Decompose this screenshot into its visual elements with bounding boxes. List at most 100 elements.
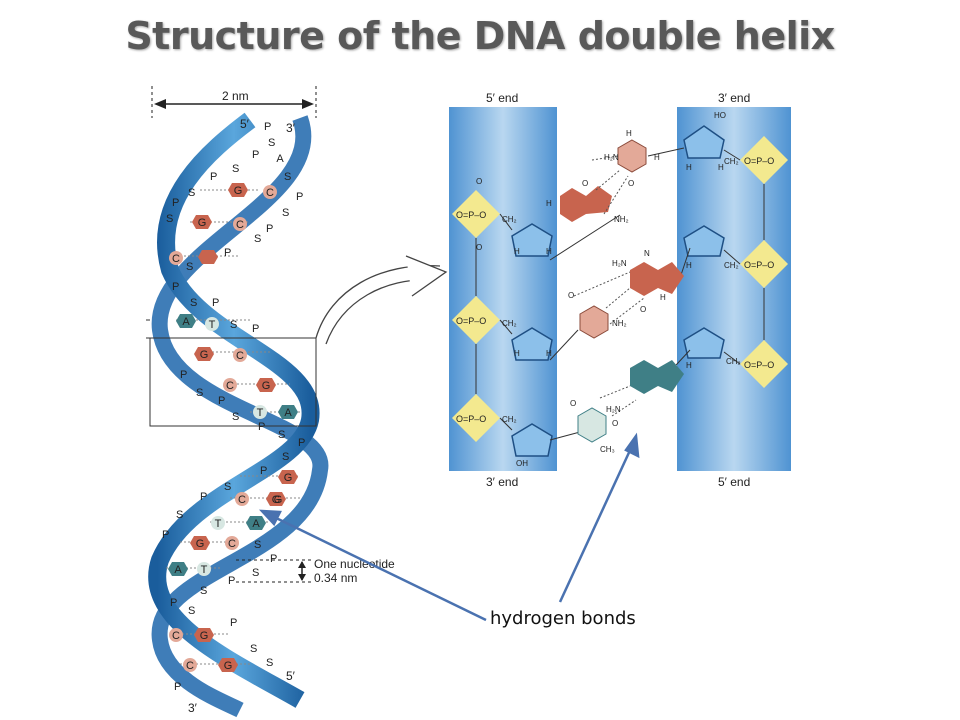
svg-text:CH₂: CH₂ [724, 157, 739, 166]
base-letters: A G C G C C A T G C C G T A G G C G T A … [172, 153, 292, 672]
svg-text:S: S [254, 539, 261, 551]
svg-text:HO: HO [714, 111, 726, 120]
svg-text:S: S [176, 509, 183, 521]
svg-text:S: S [266, 657, 273, 669]
svg-text:S: S [186, 261, 193, 273]
svg-text:O: O [570, 399, 576, 408]
svg-text:G: G [200, 349, 209, 361]
svg-text:OH: OH [516, 459, 528, 468]
zoom-box [149, 337, 317, 427]
svg-text:G: G [200, 630, 209, 642]
svg-text:C: C [172, 253, 180, 265]
svg-text:P: P [172, 197, 179, 209]
svg-text:CH₂: CH₂ [502, 415, 517, 424]
svg-text:NH₂: NH₂ [614, 215, 629, 224]
width-label: 2 nm [222, 89, 249, 103]
svg-text:H: H [546, 349, 552, 358]
svg-text:G: G [234, 185, 243, 197]
svg-text:T: T [215, 518, 222, 530]
zoom-arrow [315, 255, 448, 345]
svg-text:CH₂: CH₂ [502, 319, 517, 328]
svg-text:S: S [190, 297, 197, 309]
svg-text:H: H [654, 153, 660, 162]
svg-text:T: T [201, 564, 208, 576]
svg-text:P: P [258, 421, 265, 433]
right-sugars [683, 125, 725, 359]
right-bottom-label: 5′ end [718, 475, 750, 489]
backbone-labels: P S P S P S S P P S S P S P S P S P S P … [162, 121, 305, 693]
svg-text:G: G [272, 494, 281, 506]
svg-text:O: O [476, 177, 482, 186]
nucleotide-distance: 0.34 nm [314, 571, 357, 585]
right-phosphates: O=P–O O=P–O O=P–O [740, 136, 788, 388]
svg-text:H₂N: H₂N [604, 153, 619, 162]
svg-text:P: P [296, 191, 303, 203]
svg-text:S: S [200, 585, 207, 597]
svg-text:H: H [686, 261, 692, 270]
svg-text:S: S [278, 429, 285, 441]
svg-text:G: G [274, 494, 283, 506]
svg-text:O: O [568, 291, 574, 300]
svg-text:S: S [254, 233, 261, 245]
svg-text:P: P [174, 681, 181, 693]
svg-text:O=P–O: O=P–O [456, 210, 486, 220]
svg-text:G: G [198, 217, 207, 229]
svg-text:P: P [260, 465, 267, 477]
svg-text:A: A [284, 407, 292, 419]
svg-text:NH₂: NH₂ [612, 319, 627, 328]
svg-text:P: P [162, 529, 169, 541]
svg-text:P: P [228, 575, 235, 587]
svg-text:C: C [238, 494, 246, 506]
svg-text:H₂N: H₂N [612, 259, 627, 268]
svg-text:S: S [252, 567, 259, 579]
back-strand [151, 115, 329, 718]
hydrogen-bonds-callout: hydrogen bonds [490, 608, 636, 629]
base-pair-3 [577, 360, 684, 443]
helix-diagram: 2 nm [146, 86, 395, 718]
right-top-label: 3′ end [718, 91, 750, 105]
slide-title: Structure of the DNA double helix [125, 14, 835, 58]
svg-text:S: S [230, 319, 237, 331]
left-bottom-label: 3′ end [486, 475, 518, 489]
svg-text:S: S [224, 481, 231, 493]
svg-text:S: S [166, 213, 173, 225]
svg-text:CH₃: CH₃ [600, 445, 615, 454]
svg-text:S: S [232, 411, 239, 423]
svg-text:H: H [546, 199, 552, 208]
base-pair-2 [573, 262, 684, 339]
svg-text:P: P [264, 121, 271, 133]
svg-text:S: S [232, 163, 239, 175]
svg-text:CH₂: CH₂ [726, 357, 741, 366]
svg-text:S: S [282, 207, 289, 219]
svg-text:A: A [174, 564, 182, 576]
nucleotide-spacing-marker: One nucleotide 0.34 nm [236, 557, 395, 585]
svg-text:O=P–O: O=P–O [744, 360, 774, 370]
svg-text:C: C [172, 630, 180, 642]
svg-text:H: H [660, 293, 666, 302]
svg-text:A: A [252, 518, 260, 530]
svg-text:P: P [230, 617, 237, 629]
svg-text:O: O [612, 419, 618, 428]
atom-labels: H₂N H H O NH₂ H O HO CH₂ O O CH₂ H₂N N H… [476, 111, 741, 468]
svg-text:P: P [252, 149, 259, 161]
bottom-5-label: 5′ [286, 669, 296, 683]
left-sugars [511, 223, 553, 457]
base-pairs [166, 183, 300, 672]
svg-text:S: S [284, 171, 291, 183]
svg-text:CH₂: CH₂ [724, 261, 739, 270]
svg-text:H: H [718, 163, 724, 172]
top-3-label: 3′ [286, 121, 296, 135]
width-dimension: 2 nm [151, 86, 317, 118]
svg-text:P: P [224, 247, 231, 259]
svg-text:T: T [257, 407, 264, 419]
molecular-detail: 5′ end 3′ end 3′ end 5′ end O=P–O O=P–O … [449, 91, 791, 489]
nucleotide-label: One nucleotide [314, 557, 395, 571]
svg-text:C: C [228, 538, 236, 550]
svg-text:C: C [186, 660, 194, 672]
svg-text:N: N [644, 249, 650, 258]
svg-text:P: P [212, 297, 219, 309]
svg-text:S: S [268, 137, 275, 149]
svg-text:S: S [282, 451, 289, 463]
svg-text:G: G [224, 660, 233, 672]
